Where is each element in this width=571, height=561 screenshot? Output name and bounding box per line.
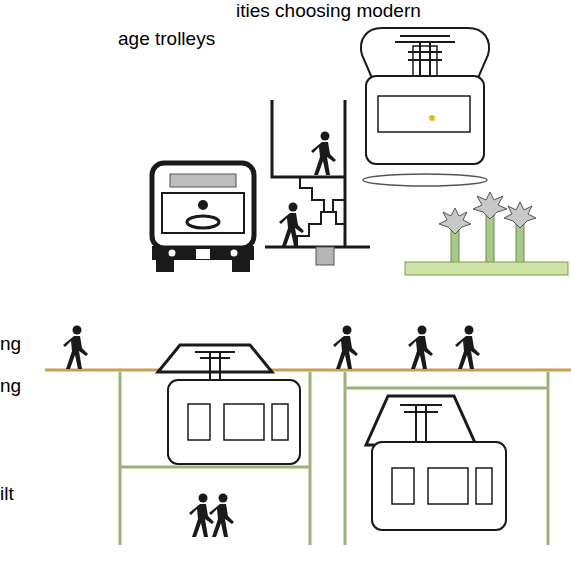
plants <box>439 192 536 263</box>
pedestrian <box>189 494 214 538</box>
ground-line <box>45 369 571 372</box>
trolley-body <box>366 76 484 164</box>
slide-text: age trolleys <box>118 28 215 50</box>
lower-level-floor <box>120 466 310 469</box>
steering-wheel <box>187 216 219 228</box>
pedestrian <box>408 326 433 370</box>
plant-crown <box>473 192 507 219</box>
pedestrian <box>455 326 480 370</box>
headlight <box>169 250 176 257</box>
bus-body <box>152 163 254 248</box>
left-section-walls <box>120 372 310 545</box>
slide-text: ities choosing modern <box>236 0 421 22</box>
pedestrian <box>333 326 358 370</box>
bus-bumper <box>152 246 254 260</box>
pedestrian <box>63 326 88 370</box>
slide-text: ng <box>0 333 21 355</box>
rail-housing <box>361 28 489 78</box>
trolley-window <box>224 404 264 440</box>
suspended-trolley <box>361 28 489 186</box>
stair-flight <box>297 200 345 247</box>
hanger <box>413 46 437 76</box>
guideway <box>366 396 476 445</box>
light-dot <box>429 115 435 121</box>
trolley-body <box>168 380 300 464</box>
pedestrian <box>209 494 234 538</box>
destination-sign <box>170 174 236 187</box>
plant-crown <box>504 202 536 228</box>
headlight <box>231 250 238 257</box>
trench-wall <box>120 372 310 545</box>
shadow <box>363 174 487 186</box>
trolley-window <box>392 468 414 504</box>
right-section-walls <box>345 372 548 545</box>
trolley-window <box>188 404 210 440</box>
bus-grille <box>196 249 210 259</box>
slide-text: ng <box>0 375 21 397</box>
station-stairs <box>265 100 370 265</box>
trolley-window <box>476 468 492 504</box>
bus-wheel <box>156 258 174 272</box>
trolley-body <box>372 442 506 530</box>
support-pillar <box>316 247 334 265</box>
trench-wall <box>345 372 548 545</box>
bogie <box>395 36 455 78</box>
bus <box>152 163 254 272</box>
pedestrian <box>279 203 304 247</box>
windshield <box>162 193 244 233</box>
bogie <box>400 405 442 445</box>
slide-text: ilt <box>0 483 14 505</box>
upper-floor <box>272 100 345 177</box>
plant-crown <box>439 208 471 234</box>
trolley-window <box>272 404 288 440</box>
trolley-window <box>428 468 468 504</box>
right-section-trolley <box>366 396 506 530</box>
cover-beam <box>345 387 548 390</box>
driver-head <box>198 200 208 210</box>
left-section-trolley <box>158 345 300 464</box>
trolley-window <box>378 96 470 132</box>
ground-strip <box>405 262 568 275</box>
pedestrian <box>311 132 336 176</box>
bus-wheel <box>232 258 250 272</box>
